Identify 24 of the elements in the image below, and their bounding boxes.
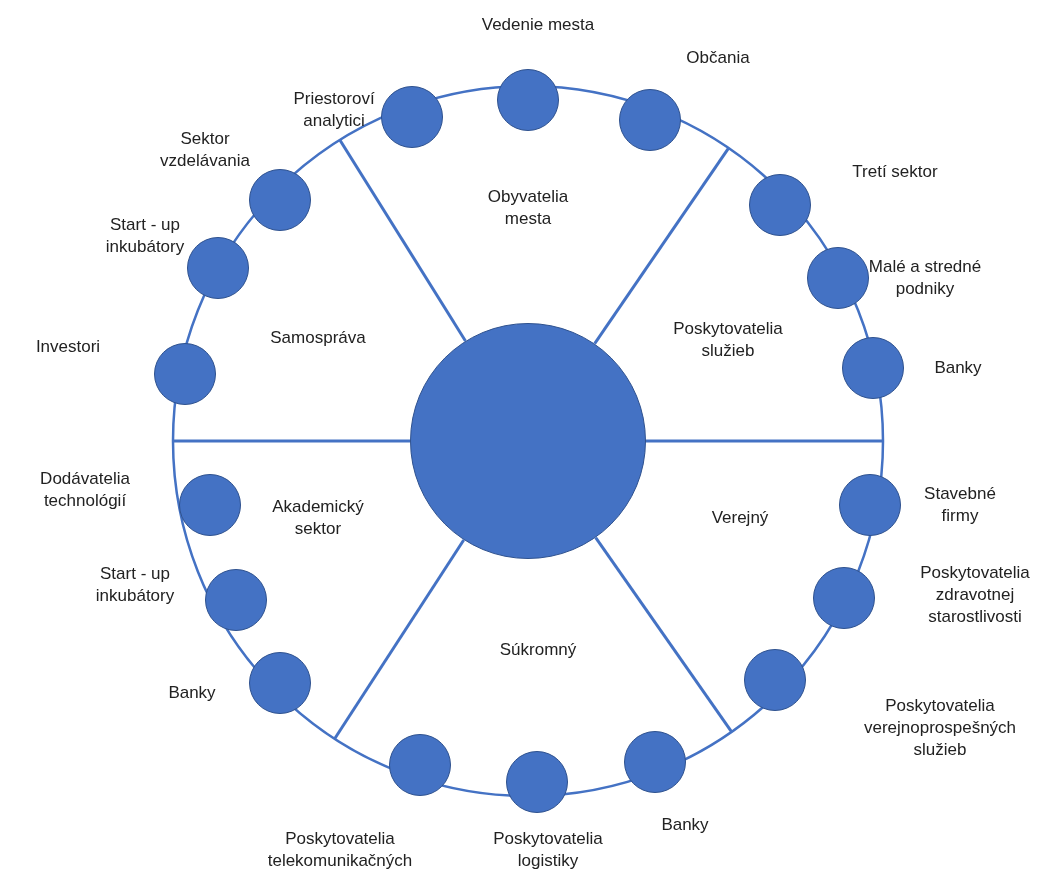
stakeholder-label: Poskytovatelia telekomunikačných [266, 828, 414, 872]
sector-label: Verejný [710, 507, 770, 529]
stakeholder-label: Banky [660, 814, 710, 836]
stakeholder-label: Vedenie mesta [480, 14, 596, 36]
stakeholder-label: Banky [933, 357, 983, 379]
stakeholder-label: Tretí sektor [851, 161, 939, 183]
stakeholder-label: Priestoroví analytici [292, 88, 376, 132]
stakeholder-label: Malé a stredné podniky [867, 256, 983, 300]
sector-label: Akademický sektor [271, 496, 365, 540]
stakeholder-label: Dodávatelia technológií [39, 468, 131, 512]
sector-label: Obyvatelia mesta [486, 186, 570, 230]
stakeholder-label: Start - up inkubátory [104, 214, 186, 258]
stakeholder-label: Banky [167, 682, 217, 704]
sector-label: Poskytovatelia služieb [672, 318, 784, 362]
sector-label: Súkromný [498, 639, 578, 661]
stakeholder-label: Občania [685, 47, 751, 69]
stakeholder-label: Start - up inkubátory [94, 563, 176, 607]
stakeholder-label: Poskytovatelia logistiky [492, 828, 604, 872]
stakeholder-label: Investori [34, 336, 102, 358]
stakeholder-label: Sektor vzdelávania [159, 128, 251, 172]
stakeholder-label: Stavebné firmy [923, 483, 997, 527]
stakeholder-label: Poskytovatelia zdravotnej starostlivosti [919, 562, 1031, 628]
stakeholder-label: Poskytovatelia verejnoprospešných služieb [862, 695, 1018, 761]
sector-label: Samospráva [269, 327, 367, 349]
